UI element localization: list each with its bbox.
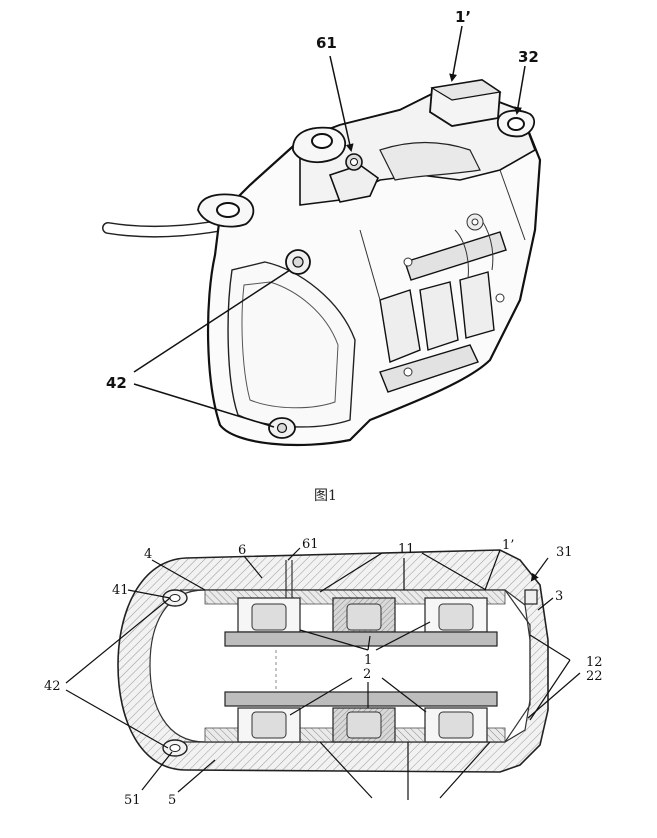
- figure-2-caliper-section: 4 6 61 11 1’ 31 41 3 1 12 22 2 42 51 5: [44, 537, 603, 808]
- label-22: 22: [586, 669, 603, 684]
- side-window-detail: [379, 231, 507, 393]
- label-31: 31: [556, 545, 573, 560]
- label-61: 61: [316, 34, 337, 52]
- lower-pistons: [237, 707, 488, 743]
- mounting-ear-left: [197, 193, 255, 228]
- label-51: 51: [124, 793, 141, 808]
- label-6: 6: [238, 543, 246, 558]
- label-41: 41: [112, 583, 129, 598]
- label-1-prime: 1’: [455, 8, 471, 26]
- label-32: 32: [518, 48, 539, 66]
- disc-gap: [200, 650, 520, 690]
- label-4: 4: [144, 547, 152, 562]
- label-61: 61: [302, 537, 319, 552]
- lower-brake-pad: [224, 691, 498, 707]
- mounting-ear-right: [496, 109, 536, 138]
- upper-pistons: [237, 597, 488, 633]
- bleeder-31: [524, 589, 538, 605]
- bleeder-51: [162, 739, 188, 757]
- figure-1-caliper-perspective: 61 1’ 32 42 图1: [102, 8, 542, 504]
- bleeder-screw-lower: [268, 417, 296, 439]
- label-11: 11: [398, 542, 415, 557]
- label-42: 42: [106, 374, 127, 392]
- label-12: 12: [586, 655, 603, 670]
- label-42: 42: [44, 679, 61, 694]
- fig2-leaders: [65, 547, 581, 800]
- fluid-channels: [180, 560, 531, 743]
- figure-1-caption: 图1: [314, 488, 337, 504]
- mounting-ear-top: [292, 126, 346, 164]
- upper-brake-pad: [224, 631, 498, 647]
- hose-fitting: [328, 153, 379, 203]
- label-5: 5: [168, 793, 176, 808]
- label-2: 2: [363, 667, 371, 682]
- bleeder-screw-upper: [285, 249, 311, 275]
- label-1: 1: [364, 653, 372, 668]
- fig1-leaders: [133, 25, 526, 428]
- label-3: 3: [555, 589, 563, 604]
- bleeder-41: [162, 589, 188, 607]
- label-1-prime: 1’: [502, 538, 514, 553]
